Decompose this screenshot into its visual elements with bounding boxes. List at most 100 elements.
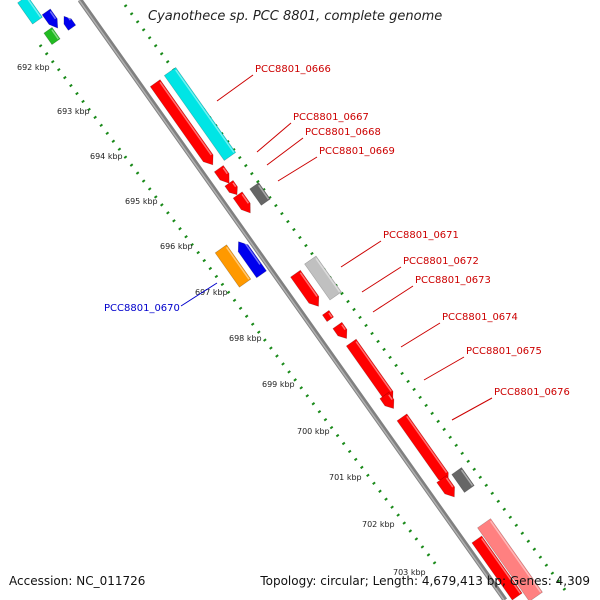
ruler-tick-label: 702 kbp — [362, 520, 395, 529]
topology-label: Topology: — [260, 574, 317, 588]
cds-feature-0673 — [332, 321, 348, 339]
cds-feature-0668-highlight — [232, 182, 237, 188]
gene-leader-line — [372, 285, 414, 313]
cds-feature-0675-shape — [379, 391, 395, 409]
ruler-tick-label: 698 kbp — [229, 334, 262, 343]
backbone — [77, 0, 508, 600]
cds-feature-0668 — [224, 179, 238, 196]
gene-leader-line — [423, 356, 465, 381]
ruler-tick-label: 701 kbp — [329, 473, 362, 482]
cds-feature-0670-shape — [214, 244, 252, 288]
ruler-tick-label: 694 kbp — [90, 152, 123, 161]
green-feature-highlight — [51, 29, 59, 40]
rna-feature-shape — [17, 0, 43, 25]
separator: ; — [364, 574, 373, 588]
gene-label: PCC8801_0666 — [255, 64, 331, 75]
cds-feature-0673-highlight — [341, 324, 346, 330]
cds-feature-0670 — [214, 244, 252, 288]
rna-feature — [163, 67, 237, 161]
genome-summary: Topology: circular; Length: 4,679,413 bp… — [260, 574, 590, 588]
topology-value: circular — [320, 574, 365, 588]
feature-blocks — [17, 0, 543, 600]
gene-leader-line — [256, 122, 292, 153]
pseudogene-feature-highlight — [258, 184, 270, 200]
gene-label: PCC8801_0668 — [305, 127, 381, 138]
blue-cds-feature-highlight — [49, 11, 57, 20]
cds-feature-0672 — [322, 310, 334, 322]
gene-leader-line — [340, 240, 382, 268]
gc-dot-tracks — [38, 4, 567, 591]
gene-label: PCC8801_0667 — [293, 112, 369, 123]
cds-feature-0671-shape — [290, 269, 320, 307]
cds-feature-shape — [436, 475, 455, 498]
cds-feature-0669-shape — [232, 191, 251, 214]
blue-cds-feature-shape — [237, 241, 267, 279]
blue-cds-feature — [41, 8, 59, 29]
gene-label: PCC8801_0674 — [442, 312, 518, 323]
pseudogene-feature-shape — [304, 255, 342, 301]
gene-label: PCC8801_0675 — [466, 346, 542, 357]
cds-feature — [471, 535, 523, 600]
gene-leader-line — [180, 282, 218, 307]
genes-label: Genes: — [509, 574, 552, 588]
gene-leader-line — [216, 74, 254, 102]
cds-feature-0666 — [149, 79, 214, 166]
cds-feature-0670-highlight — [225, 246, 250, 280]
cds-feature-0667-shape — [213, 165, 230, 184]
dotted-track-inner — [38, 44, 442, 571]
gene-leader-line — [361, 266, 402, 293]
separator: ; — [501, 574, 510, 588]
cds-feature-0676-highlight — [406, 415, 448, 474]
ruler-tick-label: 700 kbp — [297, 427, 330, 436]
cds-feature-0672-highlight — [328, 312, 333, 318]
backbone-line — [77, 0, 508, 600]
rna-feature — [17, 0, 43, 25]
pseudogene-feature-shape — [451, 467, 475, 493]
cds-feature-0671 — [290, 269, 320, 307]
ruler-tick-label: 692 kbp — [17, 63, 50, 72]
rna-feature-shape — [163, 67, 237, 161]
green-feature-shape — [43, 26, 61, 46]
cds-feature-0667 — [213, 165, 230, 184]
gene-label: PCC8801_0669 — [319, 146, 395, 157]
gene-label: PCC8801_0673 — [415, 275, 491, 286]
backbone-highlight — [78, 0, 505, 600]
blue-cds-feature-highlight — [242, 240, 261, 265]
gene-leader-line — [266, 137, 304, 166]
blue-cds-feature-shape — [41, 8, 59, 29]
gene-leader-line — [451, 397, 493, 421]
pseudogene-feature — [249, 182, 271, 206]
blue-cds-feature — [63, 15, 77, 31]
gene-leader-line — [400, 322, 441, 348]
cds-feature-0671-highlight — [299, 272, 318, 297]
blue-cds-feature — [237, 240, 267, 279]
genes-value: 4,309 — [555, 574, 590, 588]
cds-feature — [436, 475, 455, 498]
gene-label: PCC8801_0676 — [494, 387, 570, 398]
gene-label: PCC8801_0672 — [403, 256, 479, 267]
rna-feature-highlight — [26, 0, 42, 18]
cds-feature-0675 — [379, 391, 395, 409]
ruler-tick-label: 695 kbp — [125, 197, 158, 206]
ruler-tick-label: 699 kbp — [262, 380, 295, 389]
cds-feature-0676-shape — [396, 413, 449, 484]
genome-title: Cyanothece sp. PCC 8801, complete genome — [148, 9, 443, 24]
cds-feature-0666-highlight — [159, 81, 212, 156]
cds-feature-0669 — [232, 191, 251, 214]
gene-label: PCC8801_0671 — [383, 230, 459, 241]
cds-feature-0666-shape — [149, 79, 214, 166]
pseudogene-feature-highlight — [460, 469, 474, 487]
gene-leader-line — [277, 156, 318, 182]
cds-feature-highlight — [445, 477, 454, 488]
cds-feature-0672-shape — [322, 310, 334, 322]
ruler-tick-label: 703 kbp — [393, 568, 426, 577]
cds-feature-shape — [471, 535, 523, 600]
pseudogene-feature-shape — [249, 182, 271, 206]
dotted-track-outer — [123, 4, 567, 591]
cds-feature — [477, 518, 543, 600]
rna-feature-highlight — [175, 69, 235, 153]
gene-labels: PCC8801_0666PCC8801_0667PCC8801_0668PCC8… — [104, 64, 570, 421]
cds-feature-highlight — [489, 520, 542, 593]
